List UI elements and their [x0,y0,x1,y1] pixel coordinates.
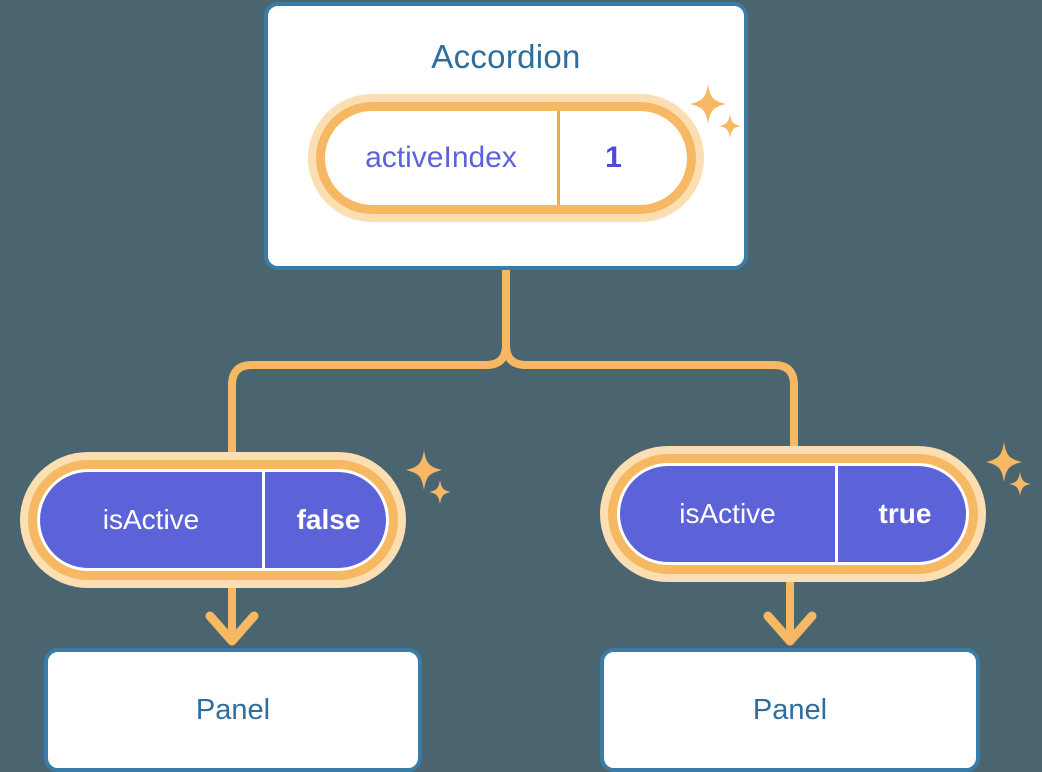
state-value-label: 1 [557,111,667,205]
sparkle-icon [406,450,451,504]
state-pill-is-active-true[interactable]: isActive true [600,446,986,582]
arrow-down-icon-right [763,611,817,646]
pill-body: isActive true [617,463,969,565]
pill-body: isActive false [37,469,389,571]
connector-branch-path-right [502,266,798,452]
state-key-label: isActive [679,498,776,529]
pill-body: activeIndex 1 [325,111,687,205]
panel-label: Panel [195,693,271,726]
connector-branch-path [228,266,510,456]
state-value-label: true [835,466,966,562]
state-key-label: activeIndex [365,141,517,174]
state-value-label: false [262,472,386,568]
panel-box-left: Panel [44,648,422,772]
state-pill-is-active-false[interactable]: isActive false [20,452,406,588]
page-title: Accordion [431,38,581,75]
sparkle-icon [986,442,1031,496]
arrow-down-icon-left [205,611,259,646]
panel-box-right: Panel [600,648,980,772]
panel-label: Panel [752,693,828,726]
state-pill-active-index[interactable]: activeIndex 1 [308,94,704,222]
state-key-label: isActive [102,504,200,535]
